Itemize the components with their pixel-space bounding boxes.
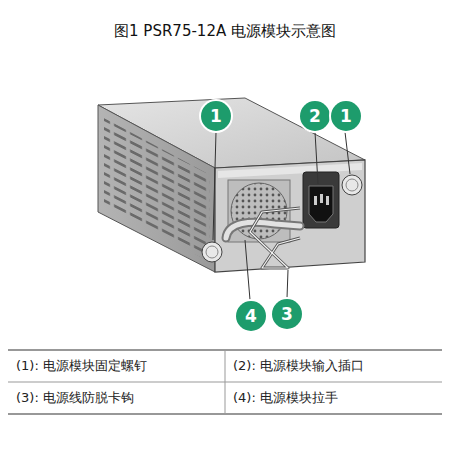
table-cell: (2): 电源模块输入插口 <box>233 357 364 375</box>
power-inlet <box>303 172 339 228</box>
retention-clip <box>250 208 300 268</box>
side-vents <box>104 118 210 262</box>
table-cell: (3): 电源线防脱卡钩 <box>16 389 134 407</box>
leader-line <box>213 132 216 240</box>
leader-line <box>287 270 288 298</box>
inlet-socket <box>309 186 333 222</box>
callout-number: 1 <box>331 101 361 131</box>
fixing-screw <box>342 175 362 195</box>
callout-number: 2 <box>300 101 330 131</box>
leader-line <box>245 240 250 300</box>
leader-line <box>345 132 350 174</box>
inlet-pin <box>320 194 323 203</box>
screw-knurl <box>206 246 218 258</box>
module-front <box>215 160 365 272</box>
callout-number: 3 <box>272 299 302 329</box>
front-rim <box>218 163 362 178</box>
screw-knurl <box>346 179 358 191</box>
module-handle-highlight <box>226 222 300 238</box>
callout-number: 4 <box>236 301 266 331</box>
fixing-screw <box>202 242 222 262</box>
retention-clip-highlight <box>250 208 300 268</box>
table-divider <box>225 350 226 414</box>
leader-line <box>315 132 318 184</box>
module-handle <box>226 222 300 238</box>
inlet-pin <box>326 196 329 205</box>
module-side <box>98 105 215 272</box>
inlet-pin <box>314 196 317 205</box>
table-cell: (4): 电源模块拉手 <box>233 389 338 407</box>
callout-number: 1 <box>201 101 231 131</box>
table-cell: (1): 电源模块固定螺钉 <box>16 357 147 375</box>
figure-title: 图1 PSR75-12A 电源模块示意图 <box>114 22 336 41</box>
